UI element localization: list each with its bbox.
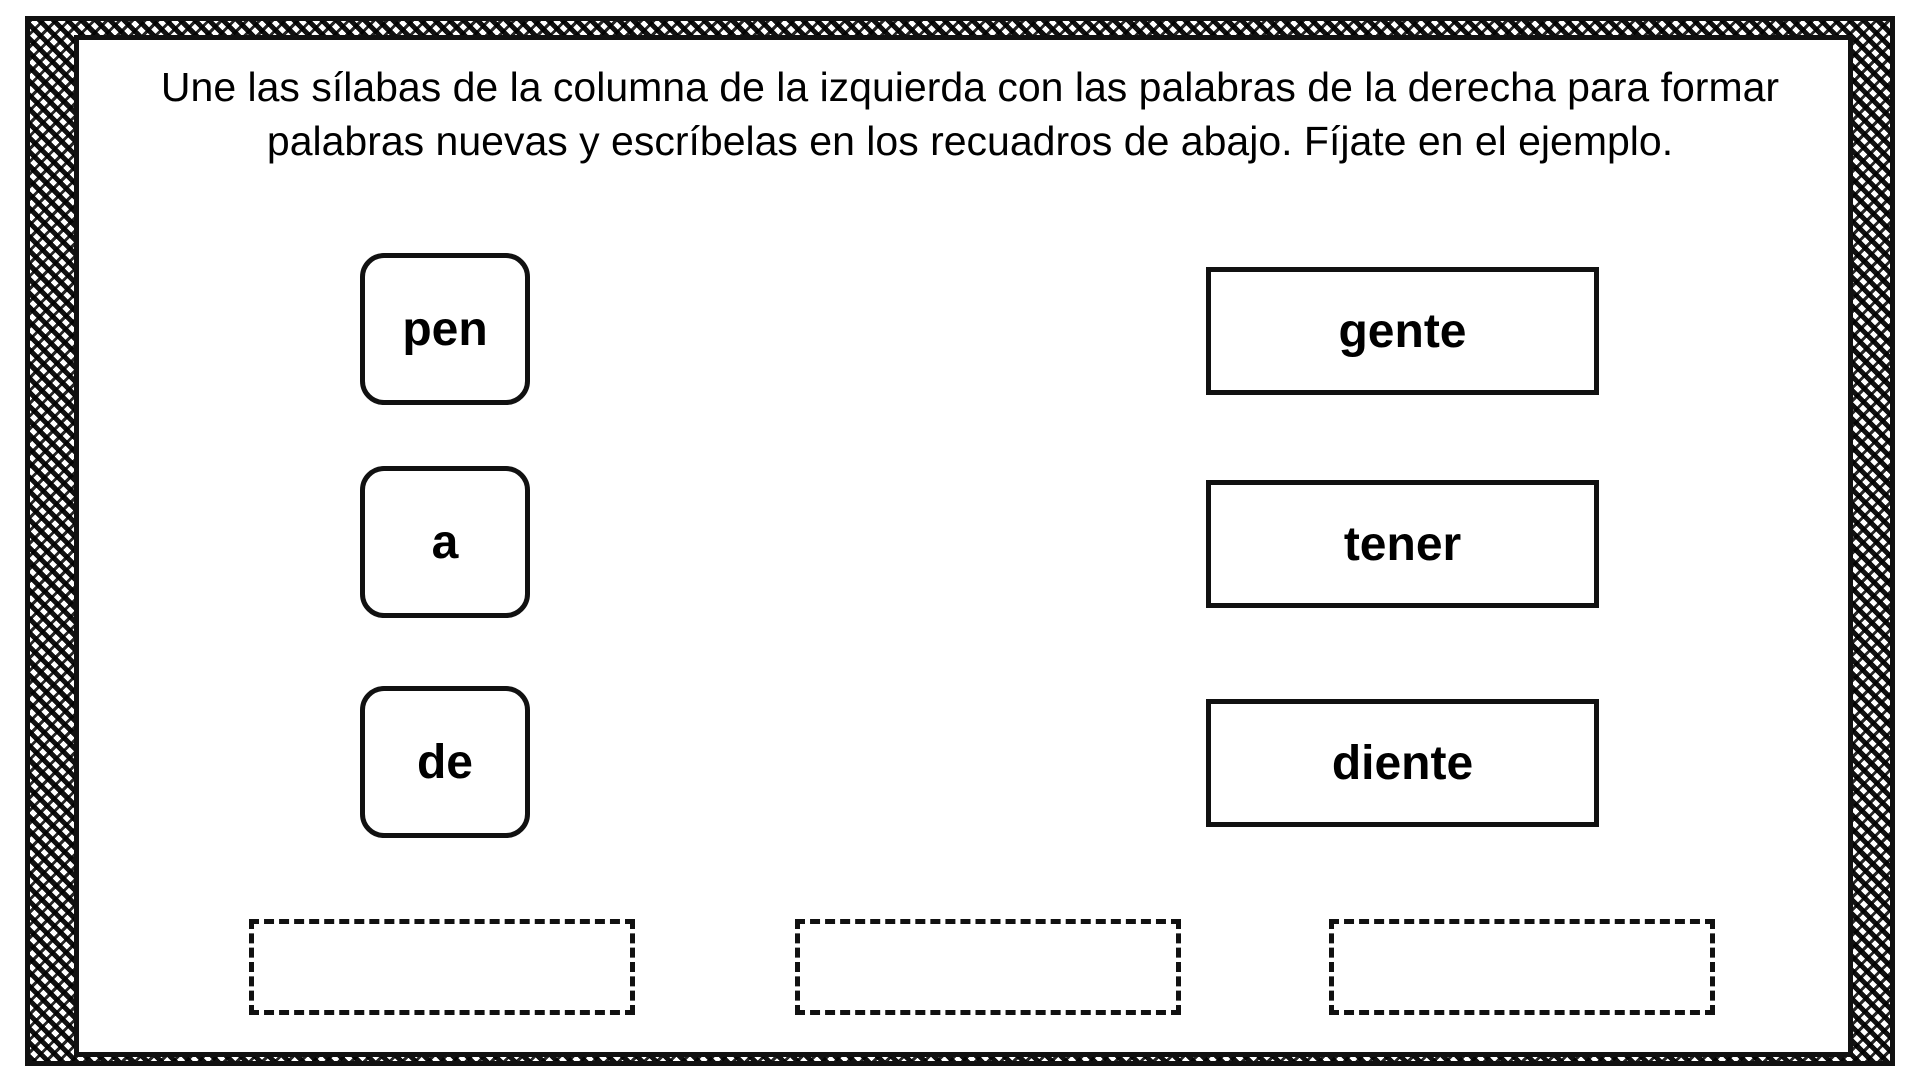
word-card-tener[interactable]: tener	[1206, 480, 1599, 608]
answer-box-3[interactable]	[1329, 919, 1715, 1015]
syllable-card-de[interactable]: de	[360, 686, 530, 838]
answer-box-1[interactable]	[249, 919, 635, 1015]
instructions-text: Une las sílabas de la columna de la izqu…	[160, 64, 1780, 164]
answer-box-2[interactable]	[795, 919, 1181, 1015]
syllable-card-pen[interactable]: pen	[360, 253, 530, 405]
word-card-diente[interactable]: diente	[1206, 699, 1599, 827]
word-card-gente[interactable]: gente	[1206, 267, 1599, 395]
syllable-card-a[interactable]: a	[360, 466, 530, 618]
